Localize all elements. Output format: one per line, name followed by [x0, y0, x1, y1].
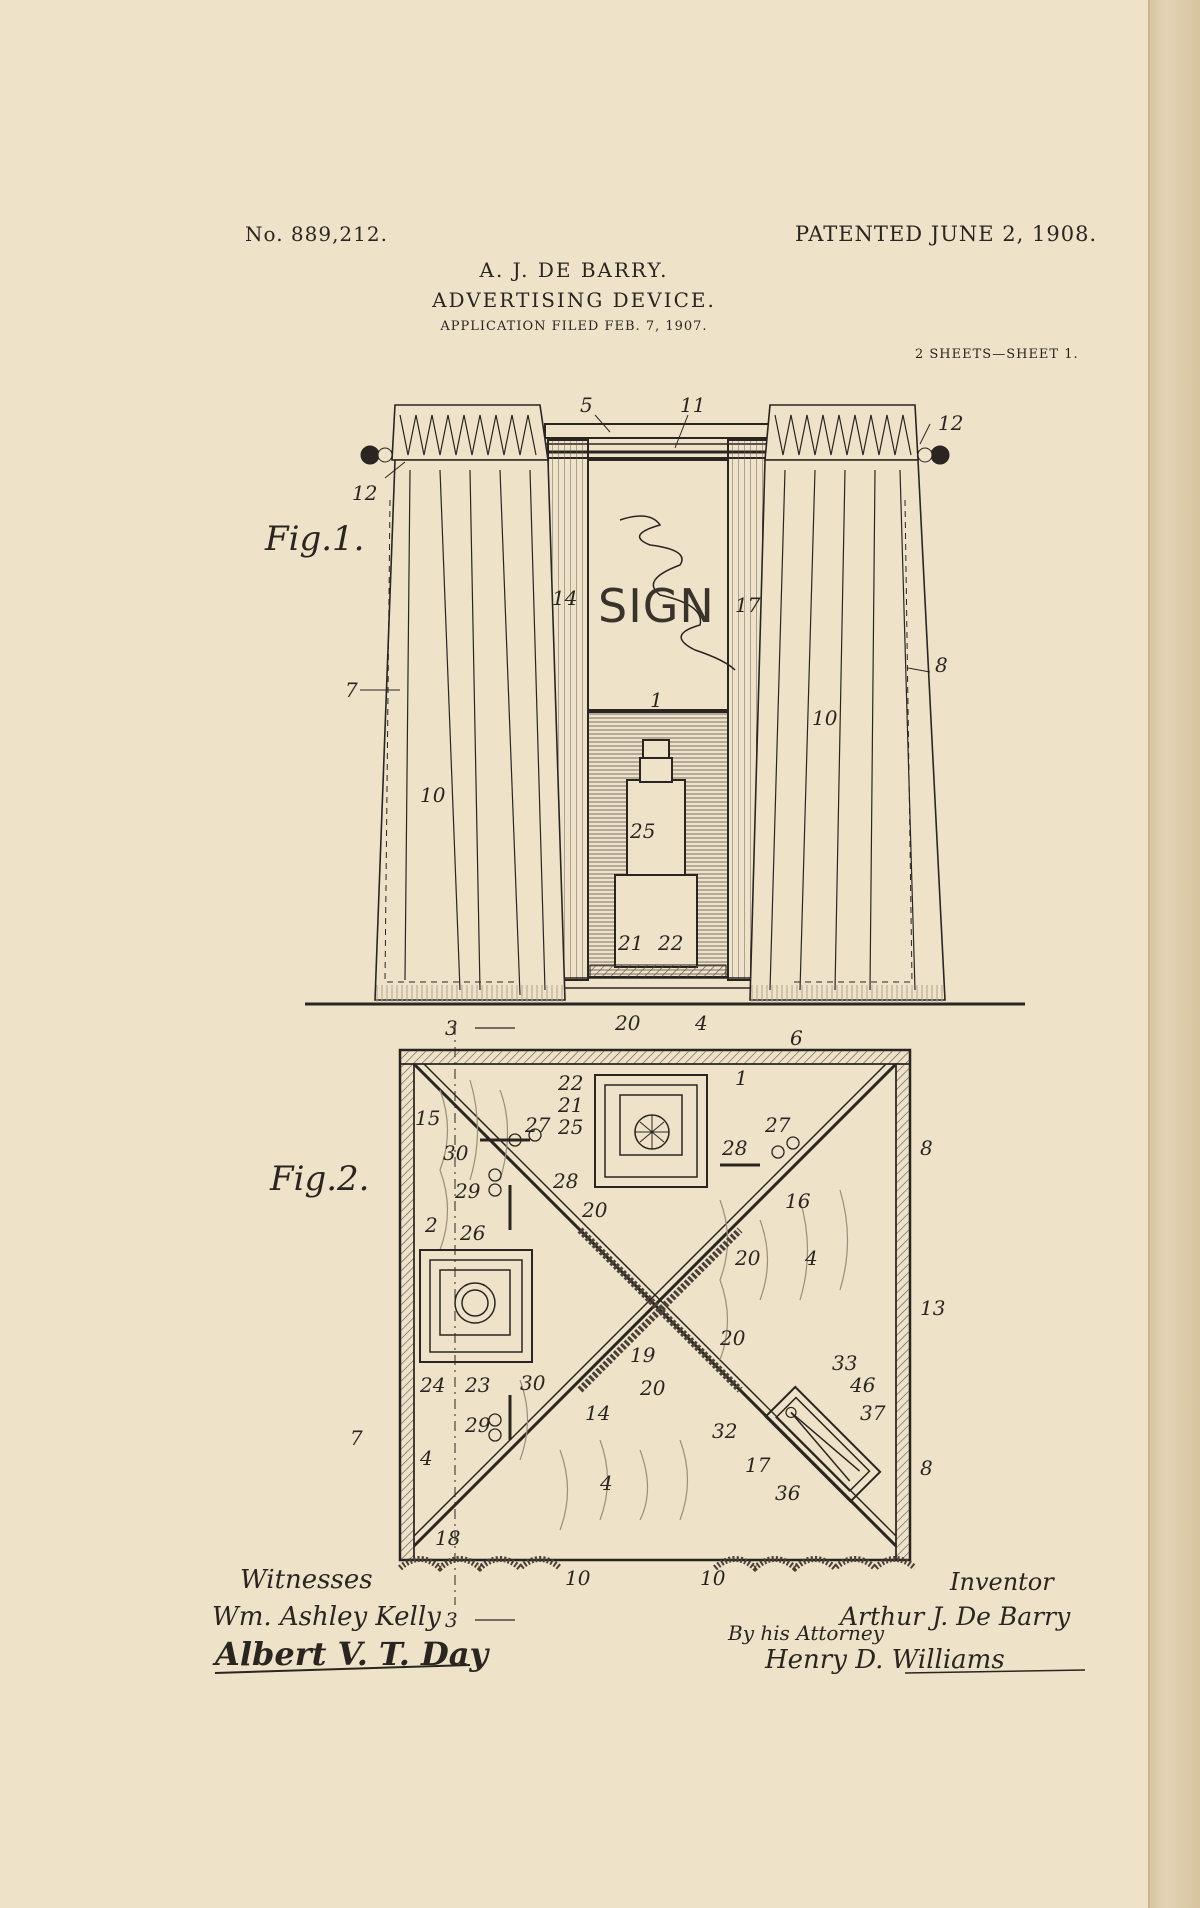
ref-29-bottom: 29 — [464, 1413, 491, 1437]
ref-25: 25 — [629, 819, 655, 843]
ref-2: 2 — [424, 1213, 438, 1237]
inventor-signature: Arthur J. De Barry — [838, 1602, 1071, 1631]
fig1-label: Fig.1. — [264, 519, 364, 559]
ref-5: 5 — [580, 393, 593, 417]
patented-date: PATENTED JUNE 2, 1908. — [795, 222, 1098, 246]
ref-24: 24 — [419, 1373, 445, 1397]
ref-15: 15 — [415, 1106, 440, 1130]
ref-27-left: 27 — [524, 1113, 551, 1137]
ref-7: 7 — [350, 1426, 363, 1450]
ref-8: 8 — [935, 653, 948, 677]
ref-8-bottom: 8 — [920, 1456, 933, 1480]
ref-29-top: 29 — [454, 1179, 481, 1203]
ref-14: 14 — [585, 1401, 610, 1425]
ref-11: 11 — [680, 393, 705, 417]
figure-1-labels: Fig.1. SIGN 5 11 12 12 14 17 8 7 10 10 1… — [264, 393, 963, 1040]
ref-20-a: 20 — [581, 1198, 608, 1222]
ref-27-right: 27 — [764, 1113, 791, 1137]
attorney-underline — [904, 1669, 1086, 1674]
ref-10-left: 10 — [420, 783, 446, 807]
ref-14: 14 — [552, 586, 577, 610]
ref-18: 18 — [435, 1526, 460, 1550]
ref-22: 22 — [657, 931, 683, 955]
left-display-box — [419, 1249, 533, 1363]
ref-20-b: 20 — [734, 1246, 761, 1270]
ref-32: 32 — [712, 1419, 737, 1443]
ref-1: 1 — [650, 688, 663, 712]
ref-25: 25 — [557, 1115, 583, 1139]
ref-13: 13 — [920, 1296, 945, 1320]
attorney-signature: Henry D. Williams — [764, 1645, 1005, 1675]
ref-20: 20 — [614, 1011, 641, 1035]
fig2-label: Fig.2. — [269, 1159, 369, 1199]
top-display-box — [594, 1074, 708, 1188]
ref-6: 6 — [790, 1026, 803, 1050]
device-title: ADVERTISING DEVICE. — [432, 288, 716, 312]
ref-17: 17 — [745, 1453, 771, 1477]
signature-block: Witnesses Wm. Ashley Kelly Albert V. T. … — [212, 1565, 1086, 1675]
ref-10-left: 10 — [565, 1566, 591, 1590]
bottle-drawing — [614, 739, 698, 968]
patent-drawings: Fig.1. SIGN 5 11 12 12 14 17 8 7 10 10 1… — [212, 393, 1086, 1675]
ref-37: 37 — [860, 1401, 886, 1425]
ref-4: 4 — [694, 1011, 708, 1035]
figure-1 — [305, 404, 1025, 1605]
ref-19: 19 — [630, 1343, 656, 1367]
ref-3-bottom: 3 — [445, 1608, 458, 1632]
figure-2-labels: Fig.2. 6 1 22 21 25 27 27 15 30 29 28 28… — [269, 1026, 945, 1632]
patent-number: No. 889,212. — [245, 222, 388, 246]
ref-10-right: 10 — [700, 1566, 726, 1590]
witness-underline — [214, 1664, 471, 1674]
ref-22: 22 — [557, 1071, 583, 1095]
witness-2-signature: Albert V. T. Day — [212, 1635, 490, 1673]
ref-28-left: 28 — [552, 1169, 578, 1193]
ref-4-a: 4 — [804, 1246, 818, 1270]
attorney-label: By his Attorney — [727, 1621, 885, 1645]
ref-17: 17 — [735, 593, 761, 617]
ref-21: 21 — [557, 1093, 583, 1117]
left-curtain — [374, 404, 566, 1003]
ref-26: 26 — [459, 1221, 486, 1245]
witness-1-signature: Wm. Ashley Kelly — [212, 1602, 441, 1632]
ref-36: 36 — [775, 1481, 801, 1505]
mechanism-box — [764, 1385, 882, 1503]
ref-12-right: 12 — [938, 411, 963, 435]
application-filed: APPLICATION FILED FEB. 7, 1907. — [440, 319, 708, 334]
ref-7: 7 — [345, 678, 358, 702]
ref-8-top: 8 — [920, 1136, 933, 1160]
ref-28-right: 28 — [721, 1136, 747, 1160]
inventor-label: Inventor — [949, 1568, 1055, 1596]
ref-23: 23 — [464, 1373, 490, 1397]
sign-text: SIGN — [598, 579, 715, 633]
ref-12-left: 12 — [352, 481, 377, 505]
ref-30-bottom: 30 — [520, 1371, 546, 1395]
ref-10-right: 10 — [812, 706, 838, 730]
ref-46: 46 — [849, 1373, 876, 1397]
ref-21: 21 — [617, 931, 643, 955]
figure-2 — [397, 1048, 918, 1621]
ref-16: 16 — [785, 1189, 811, 1213]
ref-4-c: 4 — [599, 1471, 613, 1495]
ref-33: 33 — [832, 1351, 857, 1375]
page-edge — [1148, 0, 1200, 1908]
ref-1: 1 — [735, 1066, 748, 1090]
sheet-count: 2 SHEETS—SHEET 1. — [915, 347, 1079, 362]
ref-4-b: 4 — [419, 1446, 433, 1470]
right-curtain — [749, 404, 946, 1003]
witnesses-label: Witnesses — [240, 1565, 373, 1595]
ref-20-c: 20 — [719, 1326, 746, 1350]
ref-20-d: 20 — [639, 1376, 666, 1400]
ref-3-top: 3 — [445, 1016, 458, 1040]
inventor-name: A. J. DE BARRY. — [479, 258, 669, 282]
ref-30-top: 30 — [443, 1141, 469, 1165]
